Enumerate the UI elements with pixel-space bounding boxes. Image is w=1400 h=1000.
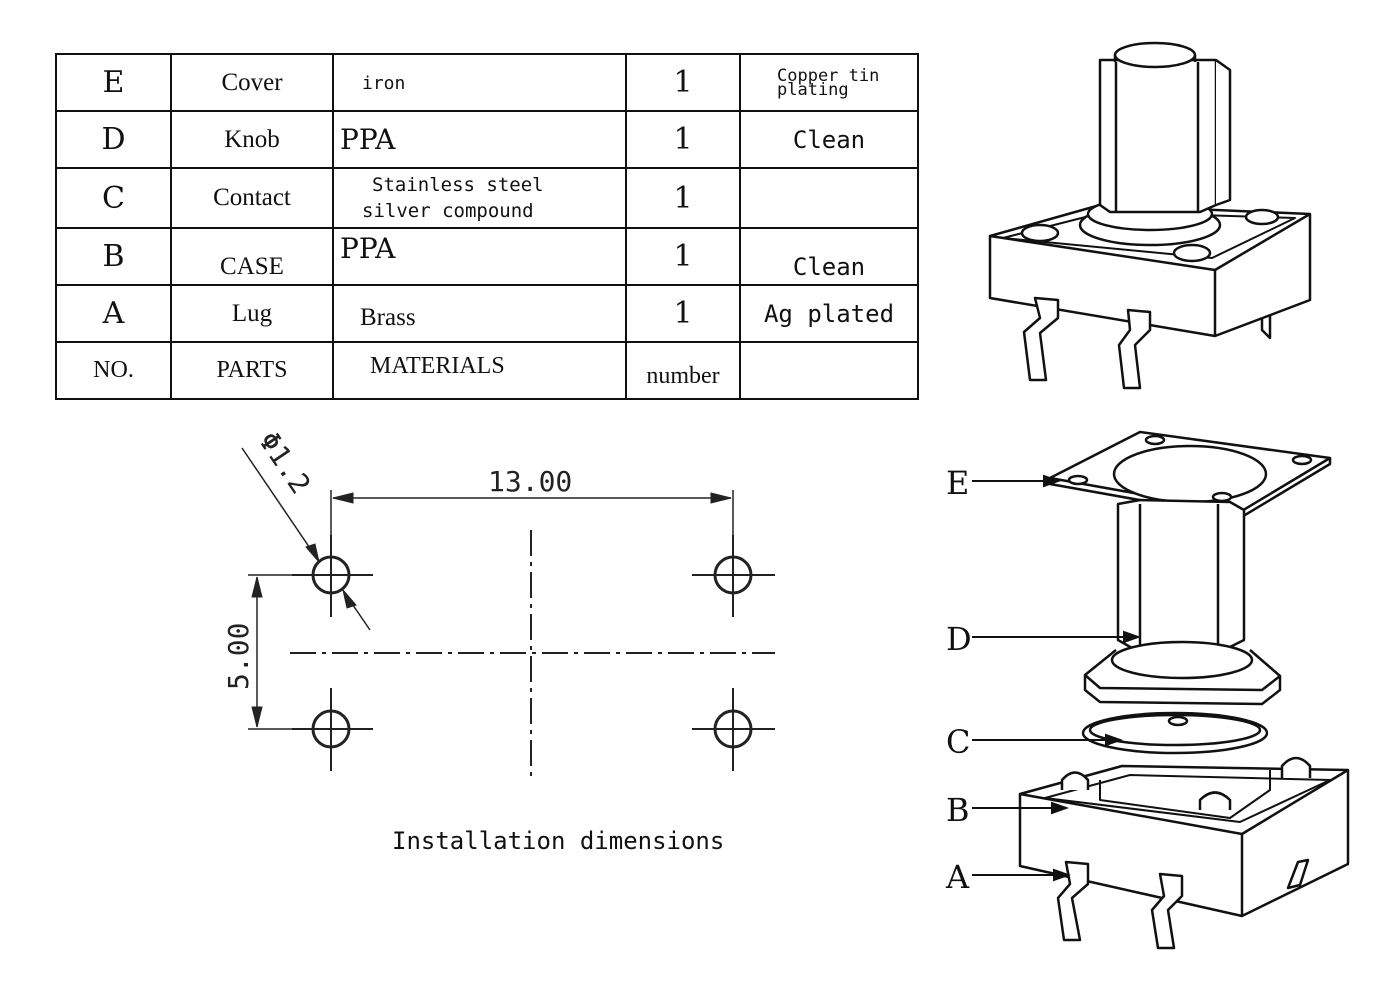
material-text: PPA bbox=[340, 232, 396, 265]
label-b: B bbox=[946, 791, 970, 829]
header-no: NO. bbox=[55, 341, 172, 400]
table-row: D Knob PPA 1 Clean bbox=[55, 110, 919, 169]
exploded-leaders bbox=[972, 474, 1141, 882]
material-line-2: silver compound bbox=[362, 200, 534, 222]
label-e: E bbox=[946, 464, 969, 502]
cell-number: 1 bbox=[625, 110, 741, 169]
table-row: C Contact Stainless steel silver compoun… bbox=[55, 167, 919, 229]
hole-top-right bbox=[692, 535, 775, 617]
diameter-leader bbox=[241, 447, 319, 561]
header-finish bbox=[739, 341, 919, 400]
material-text: PPA bbox=[340, 123, 396, 156]
cell-number: 1 bbox=[625, 53, 741, 112]
cell-finish: Copper tin plating bbox=[739, 53, 919, 112]
cell-material: PPA bbox=[332, 110, 627, 169]
cell-part: Contact bbox=[170, 167, 334, 229]
cell-no: E bbox=[55, 53, 172, 112]
cell-finish bbox=[739, 167, 919, 229]
hole-top-left bbox=[292, 535, 373, 617]
dim-vertical-text: 5.00 bbox=[222, 623, 255, 690]
material-line-1: Stainless steel bbox=[372, 174, 544, 196]
cell-material: Brass bbox=[332, 284, 627, 343]
finish-text: Clean bbox=[792, 252, 866, 281]
exploded-view-illustration bbox=[1018, 430, 1350, 950]
cell-part: CASE bbox=[170, 227, 334, 286]
cell-no: C bbox=[55, 167, 172, 229]
label-d: D bbox=[946, 620, 972, 658]
cell-part: Lug bbox=[170, 284, 334, 343]
cell-finish: Ag plated bbox=[739, 284, 919, 343]
part-text: CASE bbox=[220, 252, 284, 280]
material-text: iron bbox=[362, 73, 406, 94]
assembled-switch-illustration bbox=[988, 41, 1312, 390]
table-row: B CASE PPA 1 Clean bbox=[55, 227, 919, 286]
cell-part: Cover bbox=[170, 53, 334, 112]
cell-finish: Clean bbox=[739, 110, 919, 169]
label-a: A bbox=[945, 858, 970, 896]
cell-number: 1 bbox=[625, 227, 741, 286]
label-c: C bbox=[946, 723, 970, 761]
cell-no: D bbox=[55, 110, 172, 169]
finish-text: Copper tin plating bbox=[777, 65, 880, 100]
cell-material: PPA bbox=[332, 227, 627, 286]
lug-right bbox=[1286, 858, 1310, 890]
installation-drawing bbox=[241, 447, 775, 778]
header-parts: PARTS bbox=[170, 341, 334, 400]
table-row: E Cover iron 1 Copper tin plating bbox=[55, 53, 919, 112]
case bbox=[1018, 764, 1350, 918]
knob bbox=[1116, 498, 1246, 650]
lug-middle bbox=[1150, 872, 1184, 950]
table-row: A Lug Brass 1 Ag plated bbox=[55, 284, 919, 343]
dim-horizontal-text: 13.00 bbox=[488, 465, 572, 498]
cell-number: 1 bbox=[625, 284, 741, 343]
cell-finish: Clean bbox=[739, 227, 919, 286]
header-materials: MATERIALS bbox=[332, 341, 627, 400]
cell-number: 1 bbox=[625, 167, 741, 229]
material-text: Brass bbox=[360, 303, 416, 331]
bom-table: E Cover iron 1 Copper tin plating D Knob… bbox=[55, 53, 919, 400]
cell-no: A bbox=[55, 284, 172, 343]
hole-bottom-right bbox=[692, 688, 775, 771]
cell-no: B bbox=[55, 227, 172, 286]
header-number-text: number bbox=[646, 363, 720, 389]
cell-material: iron bbox=[332, 53, 627, 112]
cell-material: Stainless steel silver compound bbox=[332, 167, 627, 229]
header-number: number bbox=[625, 341, 741, 400]
dim-diameter-text: Φ1.2 bbox=[252, 425, 317, 499]
installation-caption: Installation dimensions bbox=[392, 827, 725, 855]
table-header-row: NO. PARTS MATERIALS number bbox=[55, 341, 919, 400]
lug-left bbox=[1056, 860, 1090, 942]
cell-part: Knob bbox=[170, 110, 334, 169]
header-materials-text: MATERIALS bbox=[370, 353, 505, 379]
